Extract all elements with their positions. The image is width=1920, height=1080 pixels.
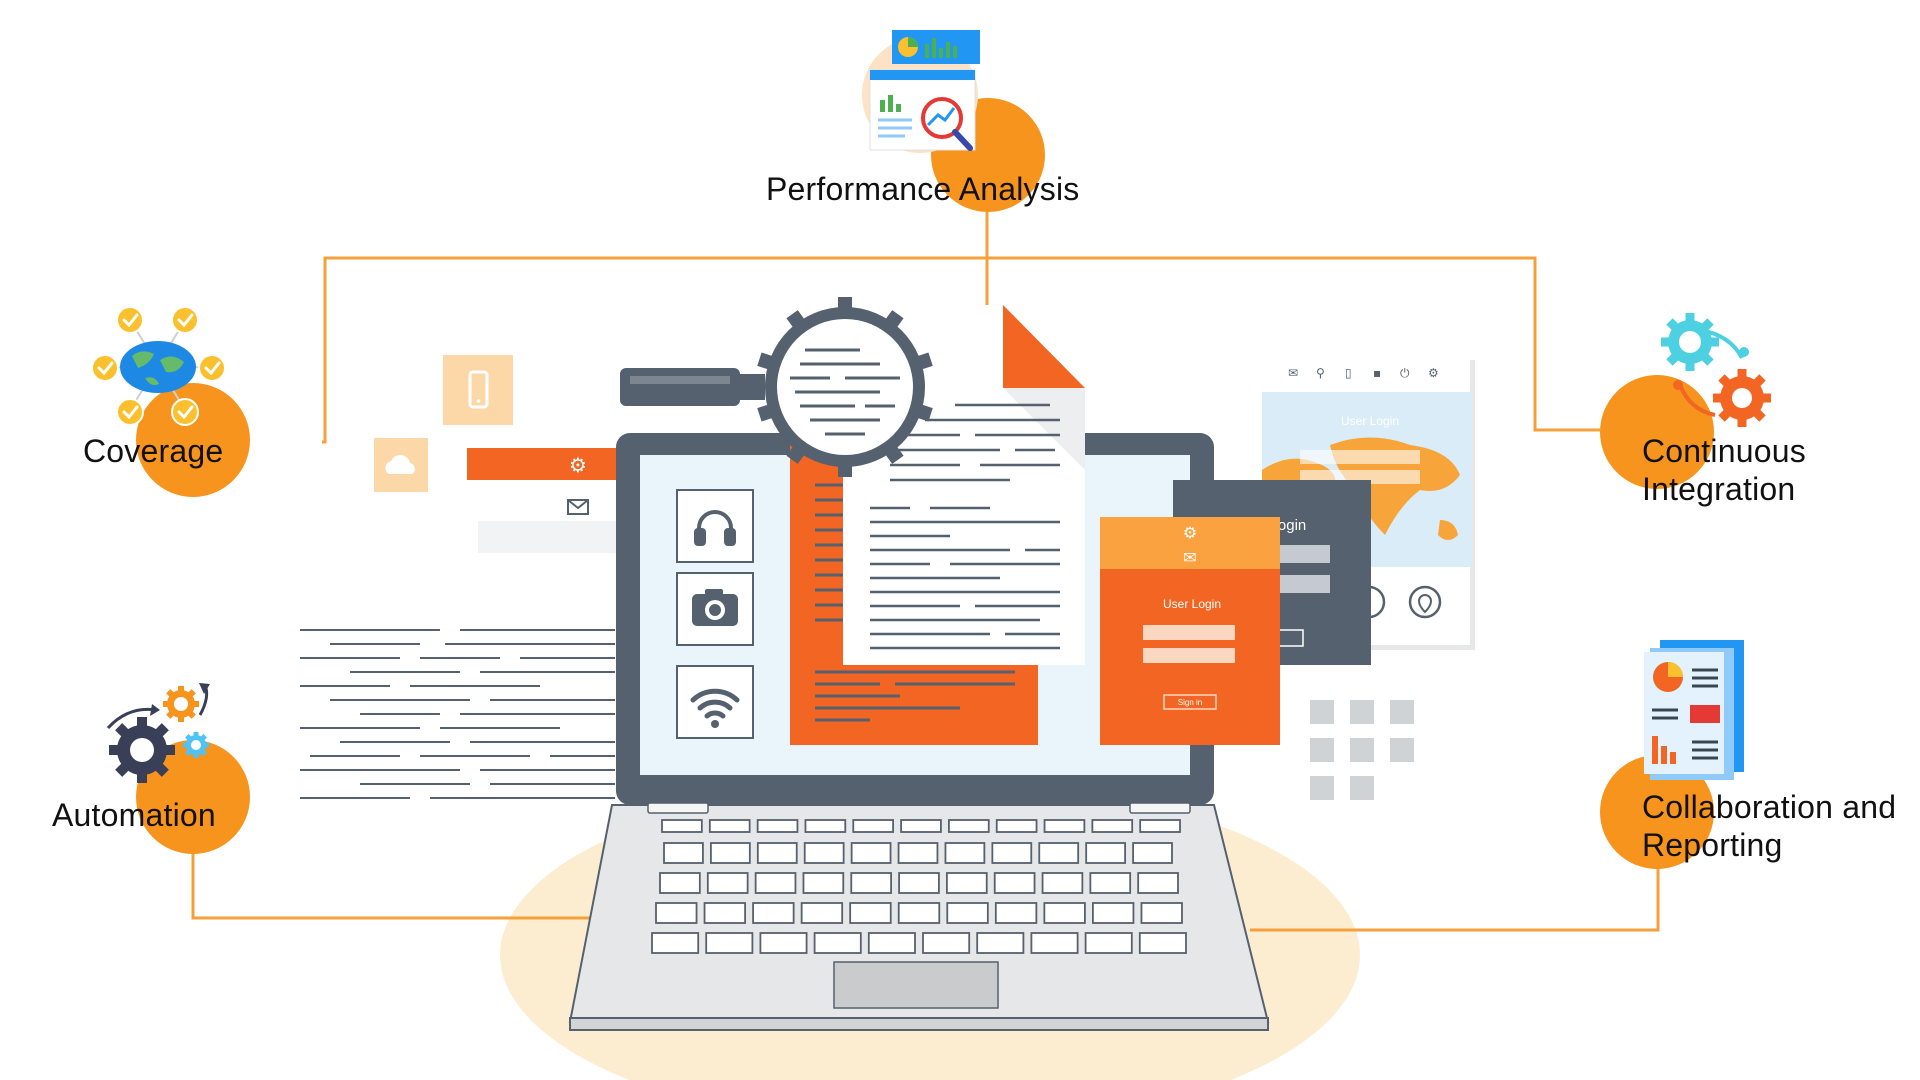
keyboard [651,819,1187,954]
svg-text:⚲: ⚲ [1316,366,1325,380]
magnifier-gear-icon [620,297,933,477]
svg-text:▪: ▪ [1373,366,1381,380]
report-document-icon [1644,640,1744,780]
cloud-tile [374,438,428,492]
svg-text:⚙: ⚙ [1183,523,1197,542]
map-panel-title: User Login [1341,414,1399,428]
svg-text:⚙: ⚙ [1428,366,1439,380]
coverage-label: Coverage [83,433,224,469]
speed-lines [300,629,615,799]
collaboration-reporting-node [1600,640,1744,869]
headphones-icon [694,510,736,546]
trackpad [833,961,999,1009]
wifi-icon [690,688,740,719]
connector-lines [191,212,1660,932]
continuous-integration-node [1600,313,1771,489]
automation-node [106,683,250,854]
continuous-integration-label: Continuous Integration [1642,433,1806,507]
svg-text:▯: ▯ [1345,366,1352,380]
location-pin-icon [1408,585,1442,619]
svg-text:⚙: ⚙ [569,453,587,477]
phone-tile [443,355,513,425]
screen-icon-column [676,489,754,739]
svg-text:✉: ✉ [1288,366,1298,380]
globe-network-icon [91,306,226,426]
login-panel-button: Sign in [1178,698,1202,707]
automation-label: Automation [52,797,216,833]
camera-icon [692,589,738,626]
performance-analysis-node [862,30,1045,212]
gears-icon [1661,313,1771,427]
collaboration-reporting-label: Collaboration and Reporting [1642,789,1897,863]
performance-analysis-label: Performance Analysis [766,171,1080,207]
analytics-dashboard-icon [869,30,980,151]
svg-text:⏻: ⏻ [1400,366,1410,380]
login-panel-title: User Login [1163,597,1221,611]
coverage-node [91,306,250,497]
svg-text:✉: ✉ [1183,548,1196,567]
login-panel: ⚙ ✉ User Login Sign in [1100,517,1280,745]
grid-squares [1310,700,1414,800]
